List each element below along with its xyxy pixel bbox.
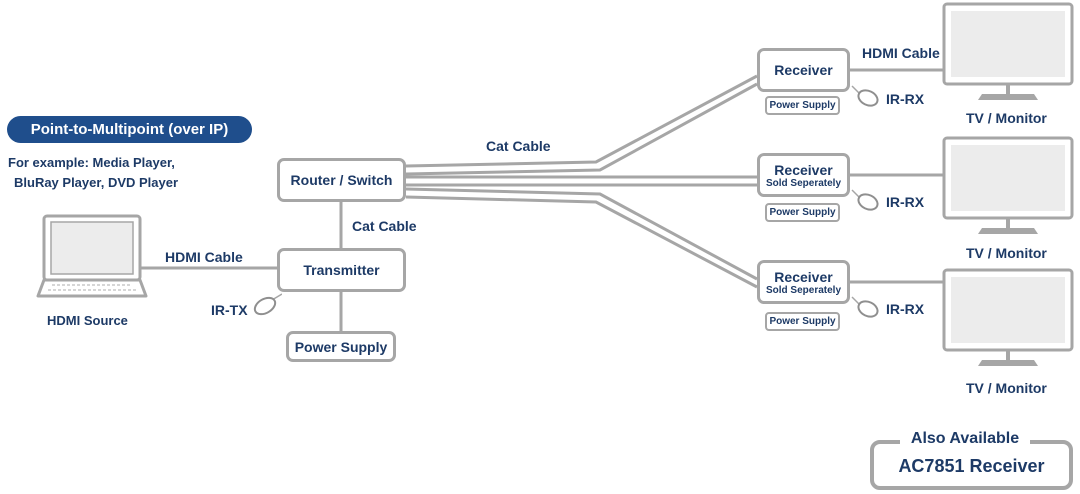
cat-cable-label: Cat Cable: [486, 138, 551, 154]
diagram-title: Point-to-Multipoint (over IP): [7, 116, 252, 143]
tv-monitor-label: TV / Monitor: [966, 380, 1047, 396]
receiver-power-supply: Power Supply: [765, 312, 840, 331]
tv-monitor-label: TV / Monitor: [966, 245, 1047, 261]
ir-sensor-icon: [253, 293, 282, 316]
ir-rx-label: IR-RX: [886, 301, 925, 317]
ir-rx-label: IR-RX: [886, 194, 925, 210]
transmitter-box: Transmitter: [277, 248, 406, 292]
laptop-icon: [36, 214, 148, 298]
also-available-title: Also Available: [900, 430, 1030, 448]
router-switch-box: Router / Switch: [277, 158, 406, 202]
power-supply-tx-box: Power Supply: [286, 331, 396, 362]
receiver-name: Receiver: [774, 161, 833, 178]
ir-tx-label: IR-TX: [211, 302, 248, 318]
receiver-note: Sold Seperately: [765, 284, 842, 296]
ir-sensor-icon: [851, 85, 879, 107]
example-line-1: For example: Media Player,: [8, 155, 175, 170]
ir-rx-label: IR-RX: [886, 91, 925, 107]
ir-sensor-icon: [851, 189, 879, 211]
receiver-box: Receiver Sold Seperately: [757, 153, 850, 197]
also-available-model: AC7851 Receiver: [898, 456, 1045, 476]
receiver-box: Receiver Sold Seperately: [757, 260, 850, 304]
tv-monitor-icon: [942, 136, 1074, 234]
example-line-2: BluRay Player, DVD Player: [14, 175, 179, 190]
hdmi-cable-label: HDMI Cable: [165, 249, 243, 265]
cat-cable-vertical-label: Cat Cable: [352, 218, 417, 234]
tv-monitor-icon: [942, 2, 1074, 100]
hdmi-cable-right-label: HDMI Cable: [862, 45, 940, 61]
tv-monitor-label: TV / Monitor: [966, 110, 1047, 126]
receiver-box: Receiver: [757, 48, 850, 92]
hdmi-source-label: HDMI Source: [47, 313, 128, 328]
receiver-power-supply: Power Supply: [765, 203, 840, 222]
receiver-name: Receiver: [774, 268, 833, 285]
receiver-name: Receiver: [774, 62, 833, 78]
receiver-note: Sold Seperately: [765, 177, 842, 189]
ir-sensor-icon: [851, 296, 879, 318]
receiver-power-supply: Power Supply: [765, 96, 840, 115]
tv-monitor-icon: [942, 268, 1074, 366]
